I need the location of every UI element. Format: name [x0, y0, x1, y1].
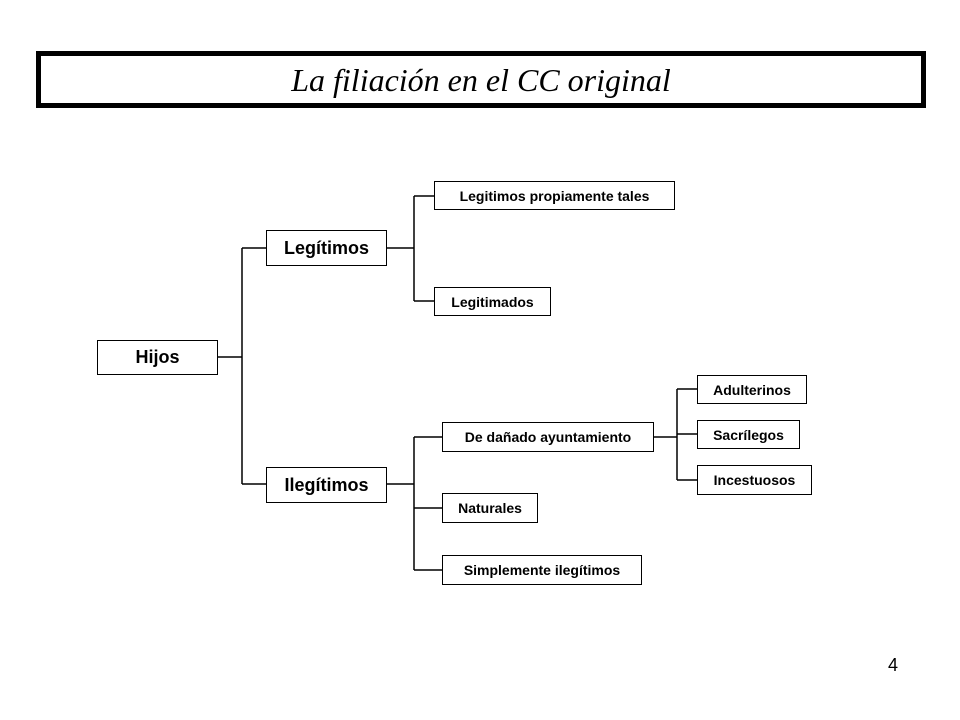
node-legitimos: Legítimos	[266, 230, 387, 266]
node-legitimos-propiamente-tales: Legitimos propiamente tales	[434, 181, 675, 210]
node-adulterinos: Adulterinos	[697, 375, 807, 404]
node-naturales: Naturales	[442, 493, 538, 523]
node-sacrilegos: Sacrílegos	[697, 420, 800, 449]
node-incestuosos: Incestuosos	[697, 465, 812, 495]
page-number: 4	[888, 655, 899, 675]
node-danado-ayuntamiento: De dañado ayuntamiento	[442, 422, 654, 452]
page-title: La filiación en el CC original	[291, 61, 671, 98]
node-simplemente-ilegitimos: Simplemente ilegítimos	[442, 555, 642, 585]
node-ilegitimos: Ilegítimos	[266, 467, 387, 503]
node-hijos: Hijos	[97, 340, 218, 375]
title-box: La filiación en el CC original	[36, 51, 926, 108]
node-legitimados: Legitimados	[434, 287, 551, 316]
